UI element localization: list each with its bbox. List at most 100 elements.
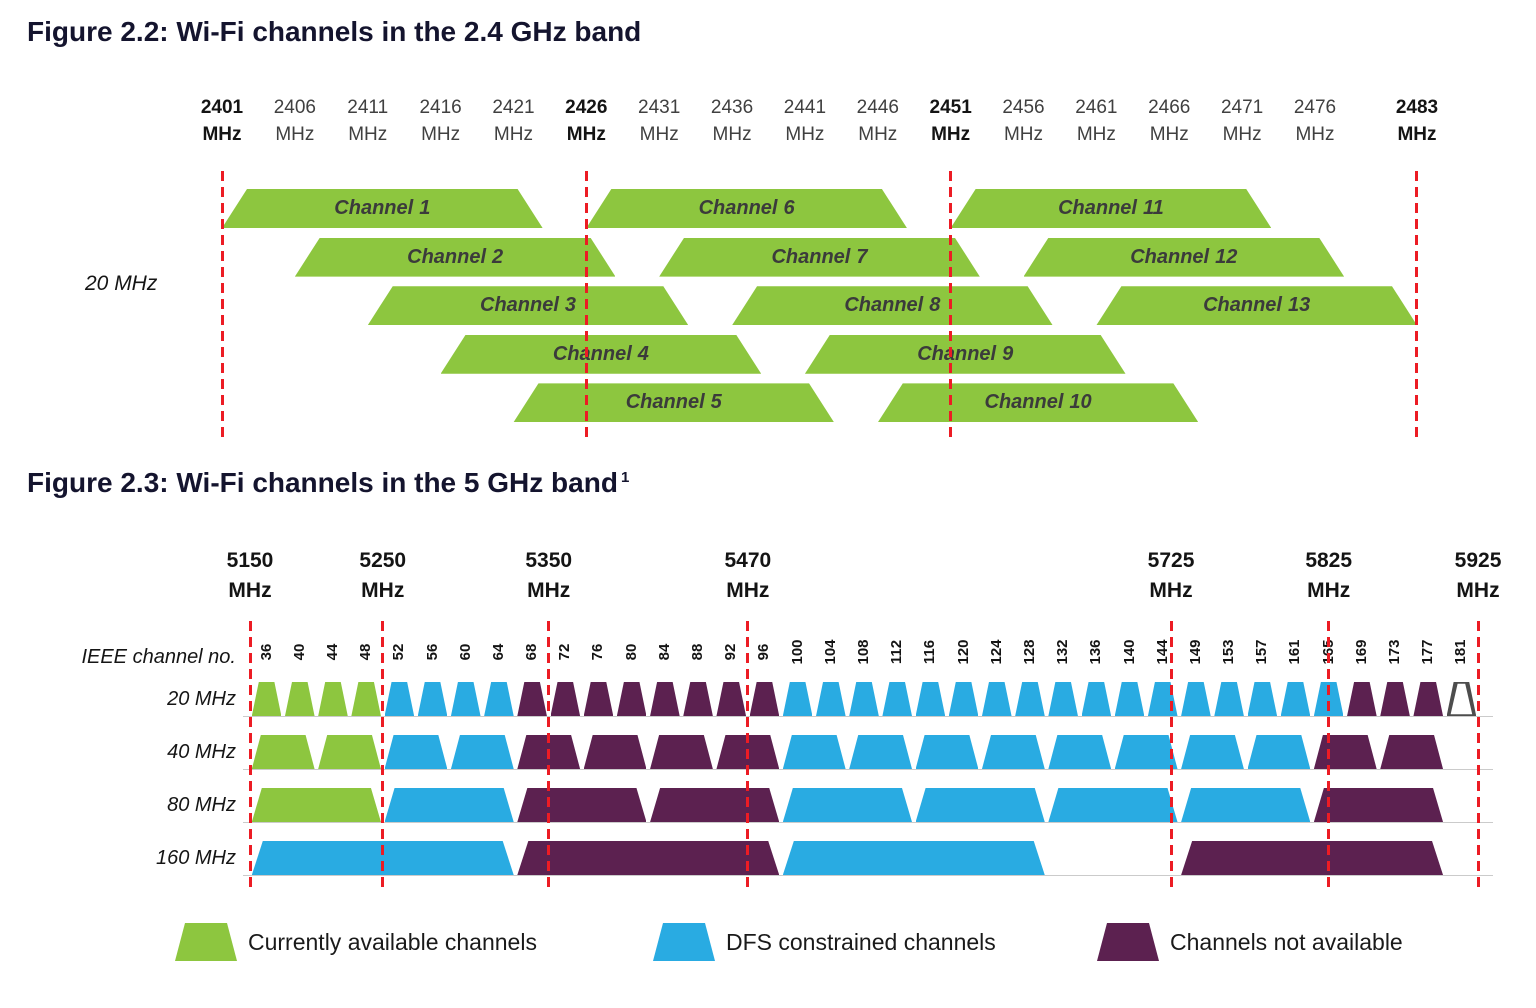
- block-20MHz-ch157: [1247, 682, 1277, 716]
- dashed-line-5150mhz: [248, 621, 252, 888]
- block-40MHz-ch124: [981, 735, 1045, 769]
- block-20MHz-ch60: [450, 682, 481, 716]
- freq-unit-2446: MHz: [858, 124, 898, 145]
- block-40MHz-ch116: [915, 735, 979, 769]
- figure-2-3-title-text: Figure 2.3: Wi-Fi channels in the 5 GHz …: [27, 467, 618, 498]
- freq-value-5350: 5350: [525, 549, 573, 572]
- block-40MHz-ch52: [384, 735, 448, 769]
- freq-value-2456: 2456: [1002, 97, 1045, 118]
- block-20MHz-ch80: [616, 682, 647, 716]
- block-20MHz-ch161: [1280, 682, 1310, 716]
- block-20MHz-ch144: [1147, 682, 1178, 716]
- channel-number-157: 157: [1253, 639, 1271, 665]
- block-20MHz-ch112: [882, 682, 912, 716]
- freq-value-2406: 2406: [273, 97, 316, 118]
- freq-value-2416: 2416: [419, 97, 462, 118]
- freq-value-2411: 2411: [347, 97, 389, 118]
- block-80MHz-ch116: [915, 788, 1045, 822]
- freq-unit-2466: MHz: [1149, 124, 1189, 145]
- freq-value-2483: 2483: [1395, 97, 1439, 118]
- channel-label-word: Channel: [771, 245, 851, 268]
- freq-value-5725: 5725: [1147, 549, 1195, 572]
- channel-label-word: Channel: [917, 342, 997, 365]
- block-80MHz-ch84: [650, 788, 780, 822]
- channel-number-56: 56: [423, 643, 441, 661]
- row-baseline-2: [243, 822, 1493, 823]
- figure-2-2-title: Figure 2.2: Wi-Fi channels in the 2.4 GH…: [27, 16, 642, 47]
- bandwidth-label-20-mhz: 20 MHz: [167, 688, 236, 710]
- dashed-line-5470mhz: [746, 621, 750, 888]
- block-20MHz-ch132: [1048, 682, 1078, 716]
- block-20MHz-ch72: [550, 682, 580, 716]
- channel-label-number: 11: [1143, 197, 1164, 219]
- block-20MHz-ch108: [849, 682, 879, 716]
- channel-number-136: 136: [1087, 639, 1105, 665]
- channel-label-word: Channel: [1130, 245, 1210, 268]
- freq-unit-5350: MHz: [527, 579, 571, 602]
- block-20MHz-ch124: [981, 682, 1012, 716]
- block-20MHz-ch48: [351, 682, 381, 716]
- channel-label-number: 13: [1288, 294, 1311, 317]
- dashed-line-5350mhz: [547, 621, 551, 888]
- freq-value-2421: 2421: [492, 97, 535, 118]
- channel-number-96: 96: [755, 643, 773, 661]
- channel-label-number: 1: [419, 197, 431, 219]
- block-20MHz-ch92: [716, 682, 746, 716]
- channel-label-number: 9: [1002, 342, 1014, 365]
- block-20MHz-ch128: [1015, 682, 1045, 716]
- dashed-line-2451mhz: [949, 171, 953, 437]
- freq-value-5925: 5925: [1454, 549, 1502, 572]
- freq-value-2471: 2471: [1220, 97, 1264, 118]
- block-40MHz-ch76: [583, 735, 647, 769]
- freq-unit-5150: MHz: [228, 579, 272, 602]
- block-160MHz-ch149: [1181, 841, 1443, 875]
- freq-unit-2441: MHz: [785, 124, 825, 145]
- dashed-line-5925mhz: [1476, 621, 1480, 888]
- freq-value-2436: 2436: [710, 97, 754, 118]
- channel-label-number: 7: [856, 245, 868, 268]
- channel-label-number: 4: [637, 342, 649, 365]
- channel-label-word: Channel: [334, 197, 414, 219]
- freq-unit-5250: MHz: [361, 579, 405, 602]
- channel-label-word: Channel: [407, 245, 487, 268]
- block-20MHz-ch56: [417, 682, 447, 716]
- freq-value-2446: 2446: [856, 97, 899, 118]
- block-20MHz-ch84: [650, 682, 680, 716]
- channel-number-169: 169: [1352, 639, 1370, 665]
- block-20MHz-ch100: [782, 682, 813, 716]
- freq-value-5150: 5150: [226, 549, 274, 572]
- freq-value-2476: 2476: [1293, 97, 1337, 118]
- channel-number-88: 88: [689, 643, 707, 661]
- block-40MHz-ch149: [1181, 735, 1244, 769]
- channel-number-100: 100: [788, 639, 806, 665]
- channel-number-128: 128: [1020, 639, 1038, 665]
- block-20MHz-ch169: [1347, 682, 1377, 716]
- channel-label-number: 5: [710, 391, 722, 414]
- freq-unit-2451: MHz: [931, 124, 971, 145]
- channel-label-number: 12: [1215, 245, 1238, 268]
- bandwidth-label-80-mhz: 80 MHz: [167, 794, 236, 816]
- channel-label-word: Channel: [480, 294, 559, 317]
- block-80MHz-ch52: [384, 788, 514, 822]
- freq-unit-5470: MHz: [726, 579, 770, 602]
- block-40MHz-ch173: [1380, 735, 1443, 769]
